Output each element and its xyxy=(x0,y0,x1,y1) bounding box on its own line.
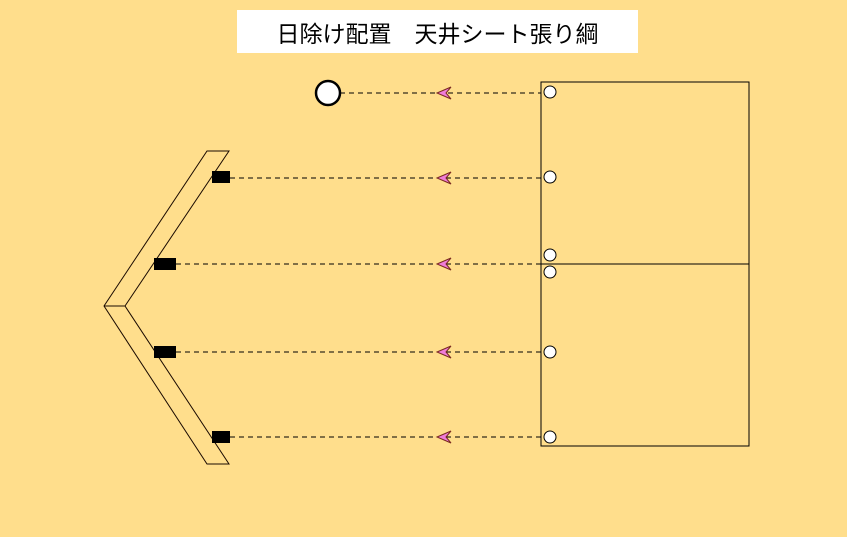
grommet xyxy=(543,248,557,262)
direction-arrow-icon xyxy=(435,430,452,444)
grommet xyxy=(543,430,557,444)
fixing-block xyxy=(212,431,230,443)
sheet-upper xyxy=(540,81,750,265)
fixing-block xyxy=(212,171,230,183)
direction-arrow-icon xyxy=(435,171,452,185)
grommet xyxy=(543,85,557,99)
diagram-title: 日除け配置 天井シート張り綱 xyxy=(237,10,638,53)
pole-circle xyxy=(314,79,342,107)
fixing-block xyxy=(154,346,176,358)
grommet xyxy=(543,345,557,359)
fixing-block xyxy=(154,258,176,270)
direction-arrow-icon xyxy=(435,257,452,271)
sheet-lower xyxy=(540,263,750,447)
chevron-beam xyxy=(103,150,230,465)
ropes xyxy=(176,92,541,438)
grommet xyxy=(543,170,557,184)
grommet xyxy=(543,265,557,279)
direction-arrow-icon xyxy=(435,345,452,359)
direction-arrow-icon xyxy=(435,86,452,100)
